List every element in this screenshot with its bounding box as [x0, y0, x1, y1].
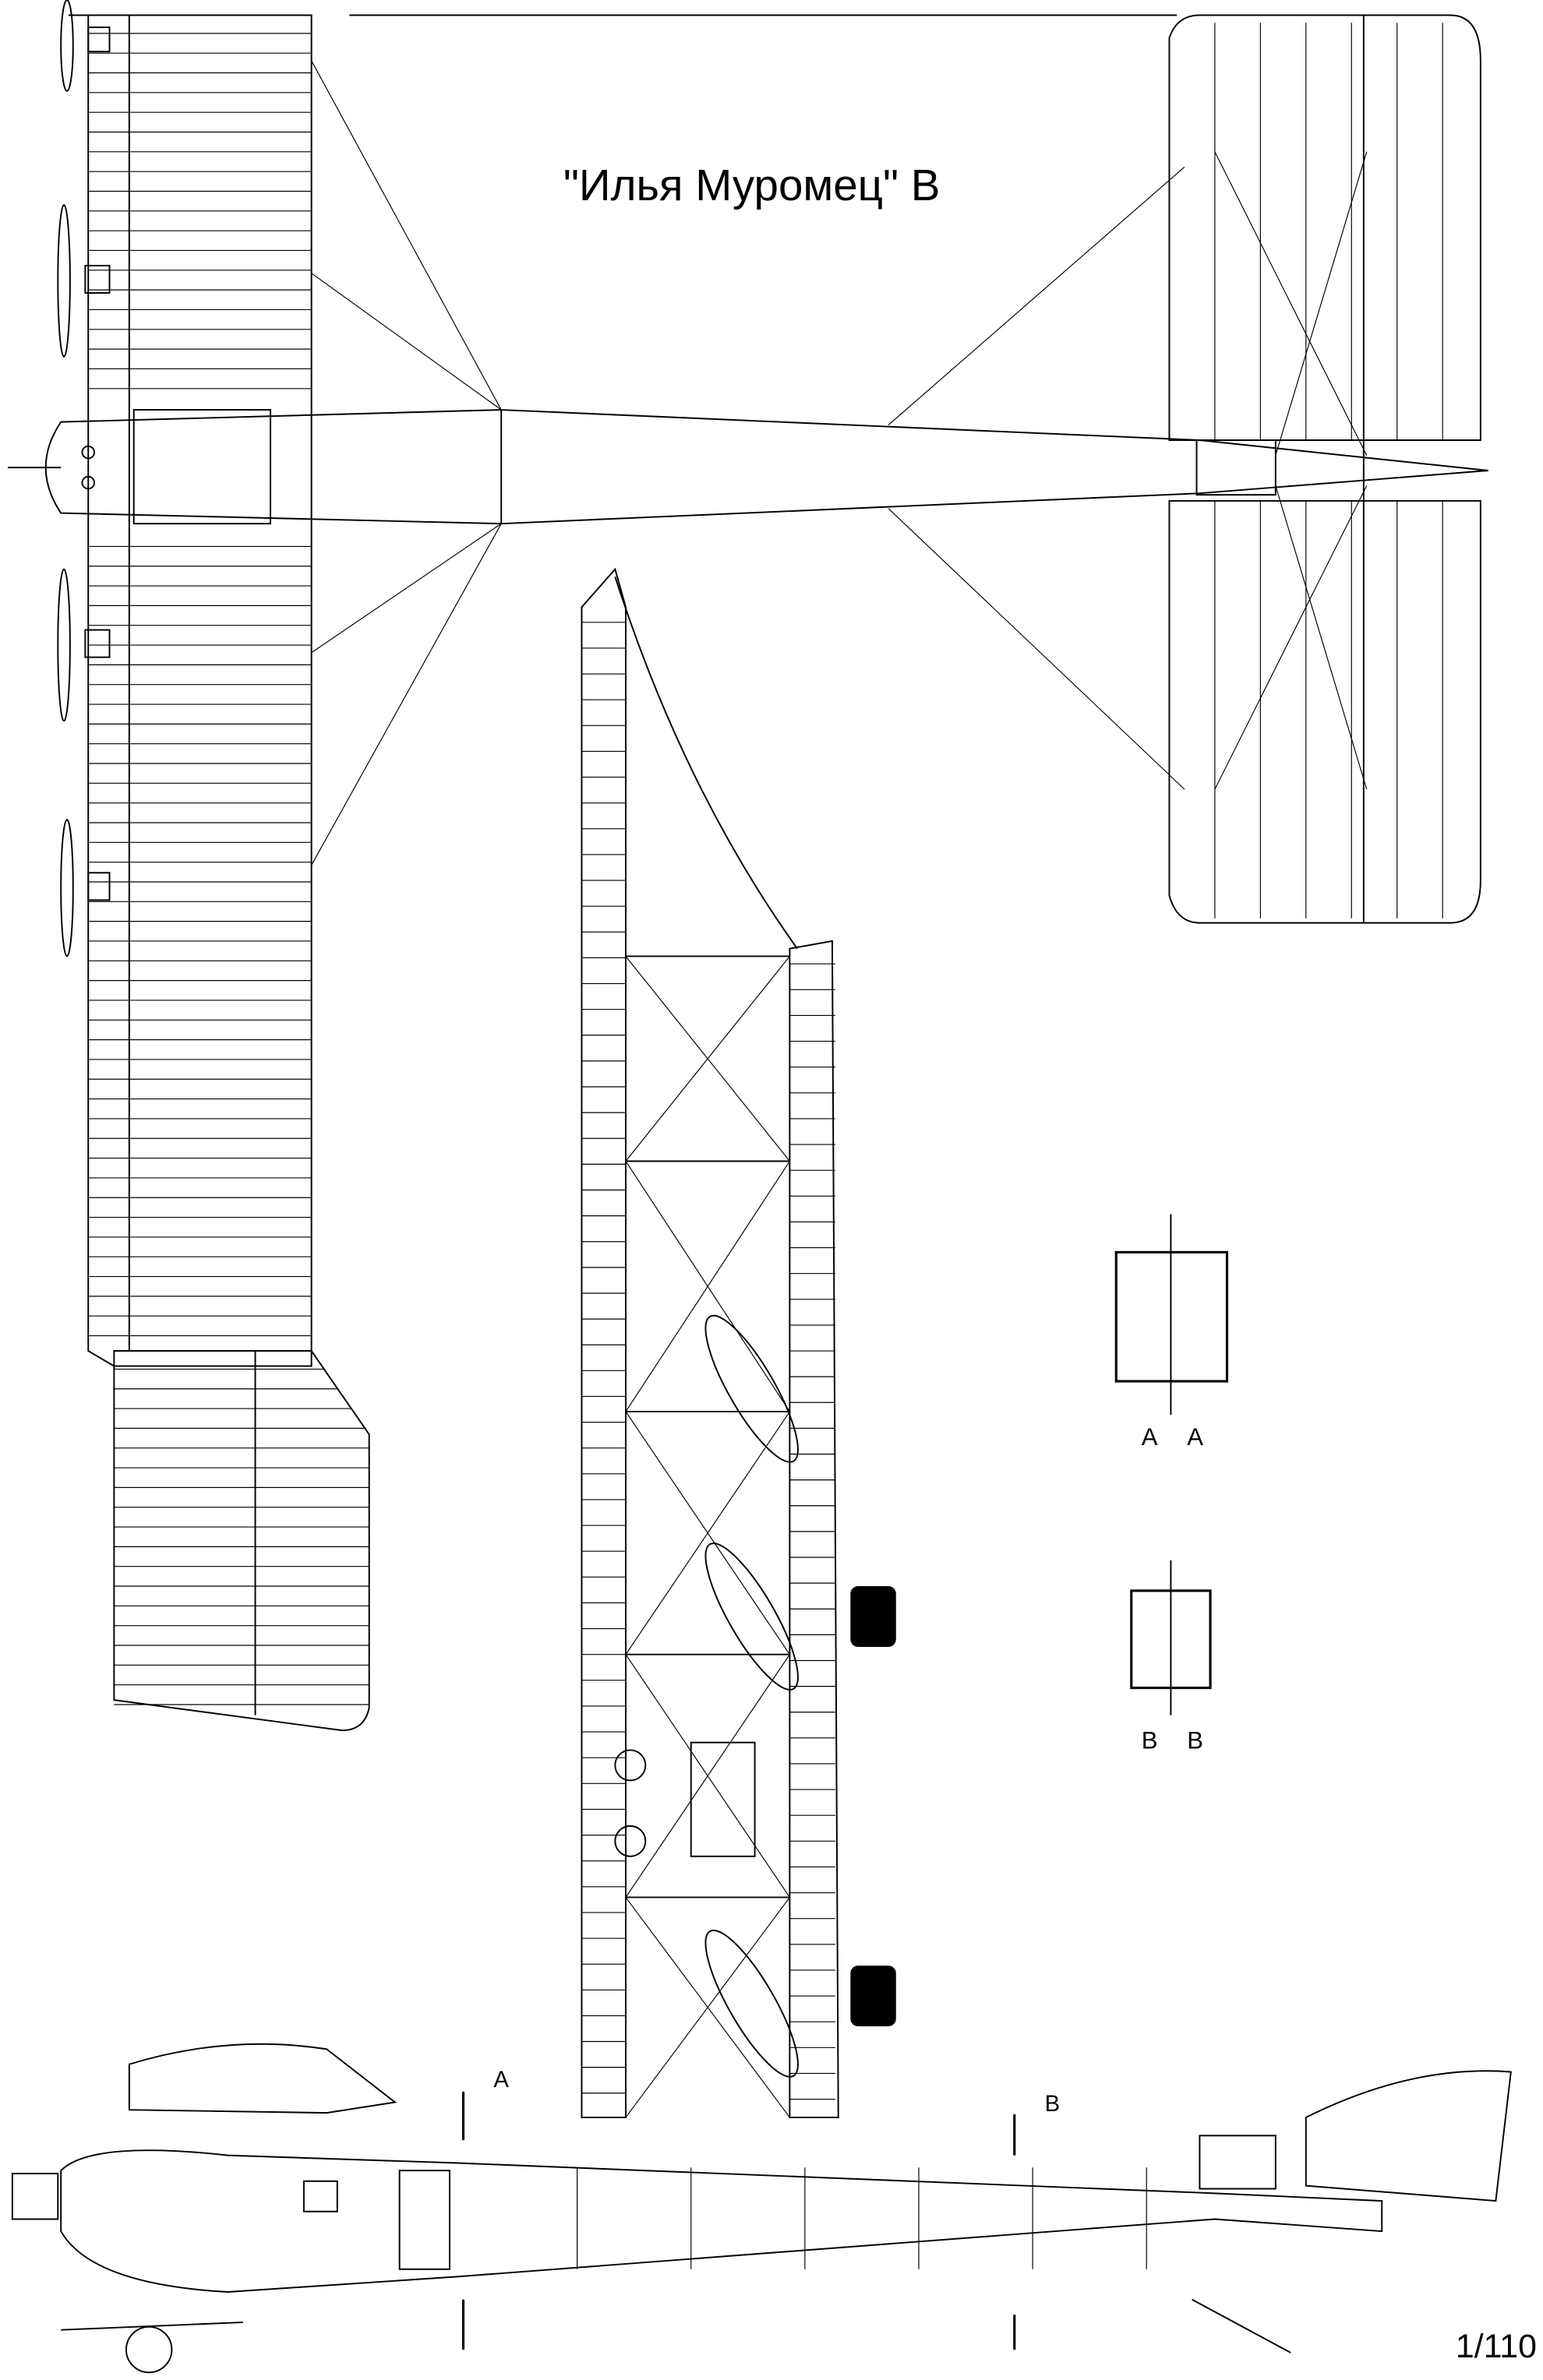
section-label: B: [1142, 1726, 1158, 1754]
wheel-icon: [125, 2325, 173, 2374]
drawing-line: [625, 1897, 790, 2118]
cut-marker-b: B: [1045, 2092, 1060, 2117]
section-b-b: B B: [1130, 1560, 1212, 1754]
propeller-icon: [57, 568, 111, 722]
wheel-icon: [850, 1966, 896, 2027]
section-label: B: [1187, 1726, 1203, 1754]
propeller-icon: [704, 1543, 799, 1691]
window: [302, 2180, 338, 2213]
fuselage-plan: [7, 409, 1488, 525]
fuselage-side: [60, 2149, 1383, 2293]
drawing-line: [625, 956, 790, 1162]
side-view: A B: [11, 2043, 1512, 2374]
drawing-line: [625, 1161, 790, 1412]
drawing-line: [625, 1411, 790, 1655]
propeller-icon: [60, 819, 111, 957]
propeller-icon: [60, 0, 111, 92]
upper-wing-side: [128, 2043, 397, 2114]
wing-bracing: [311, 60, 1185, 866]
propeller-icon: [57, 204, 111, 358]
front-view: [581, 567, 896, 2118]
propeller-icon: [704, 1314, 799, 1463]
drawing-line: [625, 1654, 790, 1898]
door: [398, 2170, 450, 2270]
wing-plan: [87, 14, 370, 1732]
section-a-a: A A: [1114, 1214, 1229, 1451]
section-label: A: [1187, 1423, 1203, 1451]
tail-plan: [1168, 14, 1481, 924]
cut-marker-a: A: [493, 2068, 509, 2093]
drawing-title: "Илья Муромец" В: [563, 160, 941, 210]
wheel-icon: [850, 1586, 896, 1647]
engines-plan: [57, 0, 111, 957]
propeller-icon: [704, 1929, 799, 2078]
scale-label: 1/110: [1456, 2328, 1537, 2365]
plan-view: "Илья Муромец" В: [7, 0, 1488, 1732]
tail-side: [1305, 2070, 1512, 2202]
section-label: A: [1142, 1423, 1158, 1451]
